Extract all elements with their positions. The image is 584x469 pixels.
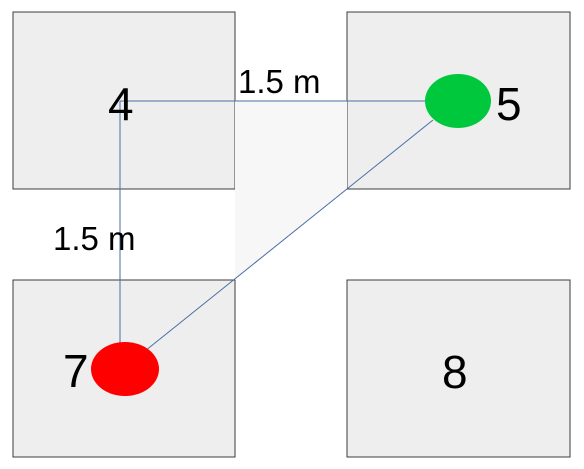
square-4-label: 4 (108, 78, 134, 130)
square-8 (346, 279, 571, 458)
line-7-to-5 (139, 119, 434, 356)
start-marker-red (91, 342, 159, 396)
square-5-label: 5 (496, 78, 522, 130)
triangle-shade (235, 101, 347, 280)
distance-label-horizontal: 1.5 m (238, 63, 321, 100)
distance-label-vertical: 1.5 m (53, 220, 136, 257)
end-marker-green (425, 74, 491, 128)
square-8-label: 8 (442, 346, 468, 398)
square-7-label: 7 (63, 345, 89, 397)
